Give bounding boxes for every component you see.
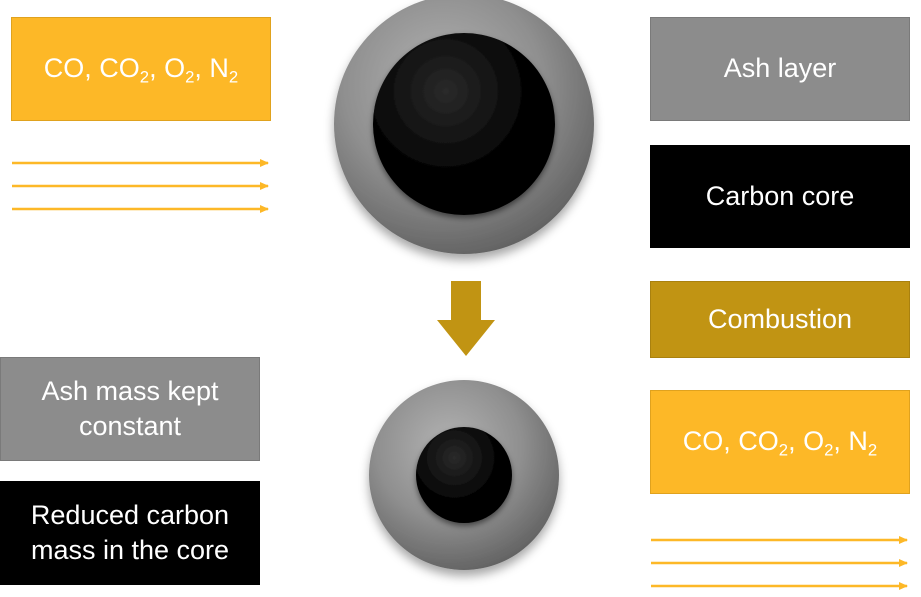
gas-flow-arrows-bottom	[651, 536, 908, 590]
carbon-core-inner	[416, 427, 512, 523]
legend-combustion-label: Combustion	[707, 303, 853, 334]
gas-flow-arrows-top	[12, 159, 269, 213]
legend-carbon-core: Carbon core	[650, 145, 910, 248]
particle-after	[369, 380, 559, 570]
note-ash-mass: Ash mass kept constant	[0, 357, 260, 461]
note-reduced-carbon: Reduced carbon mass in the core	[0, 481, 260, 585]
particle-before	[334, 0, 594, 254]
gas-composition-box-top: CO, CO2, O2, N2	[11, 17, 271, 121]
gas-composition-label: CO, CO2, O2, N2	[682, 426, 878, 460]
note-reduced-carbon-label: Reduced carbon mass in the core	[30, 499, 230, 565]
note-ash-mass-label: Ash mass kept constant	[41, 375, 219, 441]
legend-carbon-core-label: Carbon core	[705, 180, 855, 211]
combustion-arrow	[437, 281, 495, 356]
legend-ash-layer: Ash layer	[650, 17, 910, 121]
gas-composition-box-bottom: CO, CO2, O2, N2	[650, 390, 910, 494]
legend-ash-layer-label: Ash layer	[723, 53, 837, 84]
gas-composition-label: CO, CO2, O2, N2	[43, 53, 239, 87]
carbon-core-inner	[373, 33, 555, 215]
legend-combustion: Combustion	[650, 281, 910, 358]
